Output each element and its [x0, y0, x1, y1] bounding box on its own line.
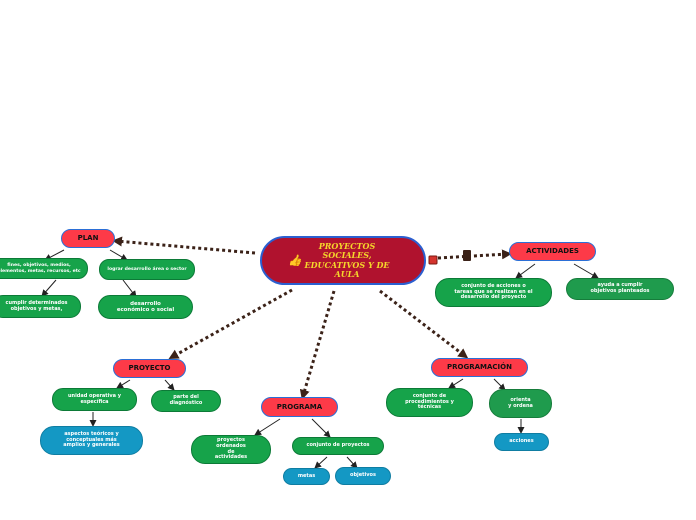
- collapse-marker-icon[interactable]: [428, 255, 438, 265]
- edge-plan-2: [109, 249, 128, 261]
- connector-proyecto: [168, 288, 293, 359]
- edge-proyecto-1: [116, 379, 131, 389]
- actividades-ayuda-label: ayuda a cumplir objetivos planteados: [590, 282, 650, 294]
- plan-lograr[interactable]: lograr desarrollo área o sector: [99, 259, 195, 280]
- edge-programa-3: [314, 456, 328, 469]
- plan-fines[interactable]: fines, objetivos, medios, elementos, met…: [0, 258, 88, 279]
- proyecto-aspectos[interactable]: aspectos teóricos y conceptuales más amp…: [40, 426, 143, 455]
- topic-proyecto[interactable]: PROYECTO: [113, 359, 186, 378]
- actividades-conjunto-label: conjunto de acciones o tareas que se rea…: [454, 282, 533, 301]
- thumbs-up-icon: 👍: [288, 254, 302, 267]
- connector-programa: [299, 290, 336, 400]
- edge-programacion-1: [448, 378, 464, 389]
- topic-actividades[interactable]: ACTIVIDADES: [509, 242, 596, 261]
- central-topic[interactable]: 👍 PROYECTOS SOCIALES, EDUCATIVOS Y DE AU…: [260, 236, 426, 285]
- plan-cumplir-label: cumplir determinados objetivos y metas,: [5, 299, 68, 312]
- proyecto-parte-label: parte del diagnóstico: [169, 394, 203, 406]
- topic-programa[interactable]: PROGRAMA: [261, 397, 338, 417]
- central-title: PROYECTOS SOCIALES, EDUCATIVOS Y DE AULA: [304, 241, 390, 279]
- plan-lograr-label: lograr desarrollo área o sector: [107, 266, 187, 272]
- programacion-orienta-label: orienta y ordena: [508, 396, 533, 409]
- topic-programacion-label: PROGRAMACIÓN: [447, 363, 512, 372]
- programa-metas[interactable]: metas: [283, 468, 330, 485]
- programa-metas-label: metas: [297, 472, 316, 479]
- topic-programacion[interactable]: PROGRAMACIÓN: [431, 358, 528, 377]
- edge-plan-3: [41, 279, 57, 297]
- connector-plan: [112, 236, 256, 255]
- proyecto-unidad[interactable]: unidad operativa y específica: [52, 388, 137, 411]
- handle-marker-icon: [463, 250, 471, 261]
- plan-fines-label: fines, objetivos, medios, elementos, met…: [0, 263, 81, 274]
- actividades-ayuda[interactable]: ayuda a cumplir objetivos planteados: [566, 278, 674, 300]
- programacion-conjunto-label: conjunto de procedimientos y técnicas: [405, 392, 454, 411]
- edge-programa-4: [346, 456, 358, 469]
- edge-plan-4: [122, 279, 137, 298]
- programa-conjunto-label: conjunto de proyectos: [306, 442, 370, 449]
- plan-cumplir[interactable]: cumplir determinados objetivos y metas,: [0, 295, 81, 318]
- programa-objetivos-label: objetivos: [350, 472, 376, 479]
- edge-programa-2: [311, 418, 331, 438]
- connector-actividades: [437, 249, 512, 260]
- proyecto-parte[interactable]: parte del diagnóstico: [151, 390, 221, 412]
- topic-proyecto-label: PROYECTO: [128, 364, 171, 373]
- topic-actividades-label: ACTIVIDADES: [526, 247, 579, 256]
- programa-objetivos[interactable]: objetivos: [335, 467, 391, 485]
- topic-plan[interactable]: PLAN: [61, 229, 115, 248]
- edge-actividades-1: [515, 263, 536, 279]
- edge-programacion-2: [493, 378, 506, 391]
- topic-plan-label: PLAN: [77, 234, 99, 243]
- programacion-conjunto[interactable]: conjunto de procedimientos y técnicas: [386, 388, 473, 417]
- plan-desarrollo[interactable]: desarrollo económico o social: [98, 295, 193, 319]
- proyecto-unidad-label: unidad operativa y específica: [67, 392, 122, 405]
- programacion-orienta[interactable]: orienta y ordena: [489, 389, 552, 418]
- programa-conjunto[interactable]: conjunto de proyectos: [292, 437, 384, 455]
- programacion-acciones-label: acciones: [509, 438, 534, 445]
- topic-programa-label: PROGRAMA: [276, 402, 323, 411]
- programacion-acciones[interactable]: acciones: [494, 433, 549, 451]
- edge-actividades-2: [573, 263, 599, 279]
- programa-proyectos-ordenados[interactable]: proyectos ordenados de actividades: [191, 435, 271, 464]
- programa-proyectos-ordenados-label: proyectos ordenados de actividades: [214, 437, 248, 461]
- plan-desarrollo-label: desarrollo económico o social: [116, 300, 175, 313]
- actividades-conjunto[interactable]: conjunto de acciones o tareas que se rea…: [435, 278, 552, 307]
- proyecto-aspectos-label: aspectos teóricos y conceptuales más amp…: [63, 430, 120, 449]
- edge-proyecto-2: [164, 379, 175, 391]
- edge-programa-1: [254, 418, 281, 436]
